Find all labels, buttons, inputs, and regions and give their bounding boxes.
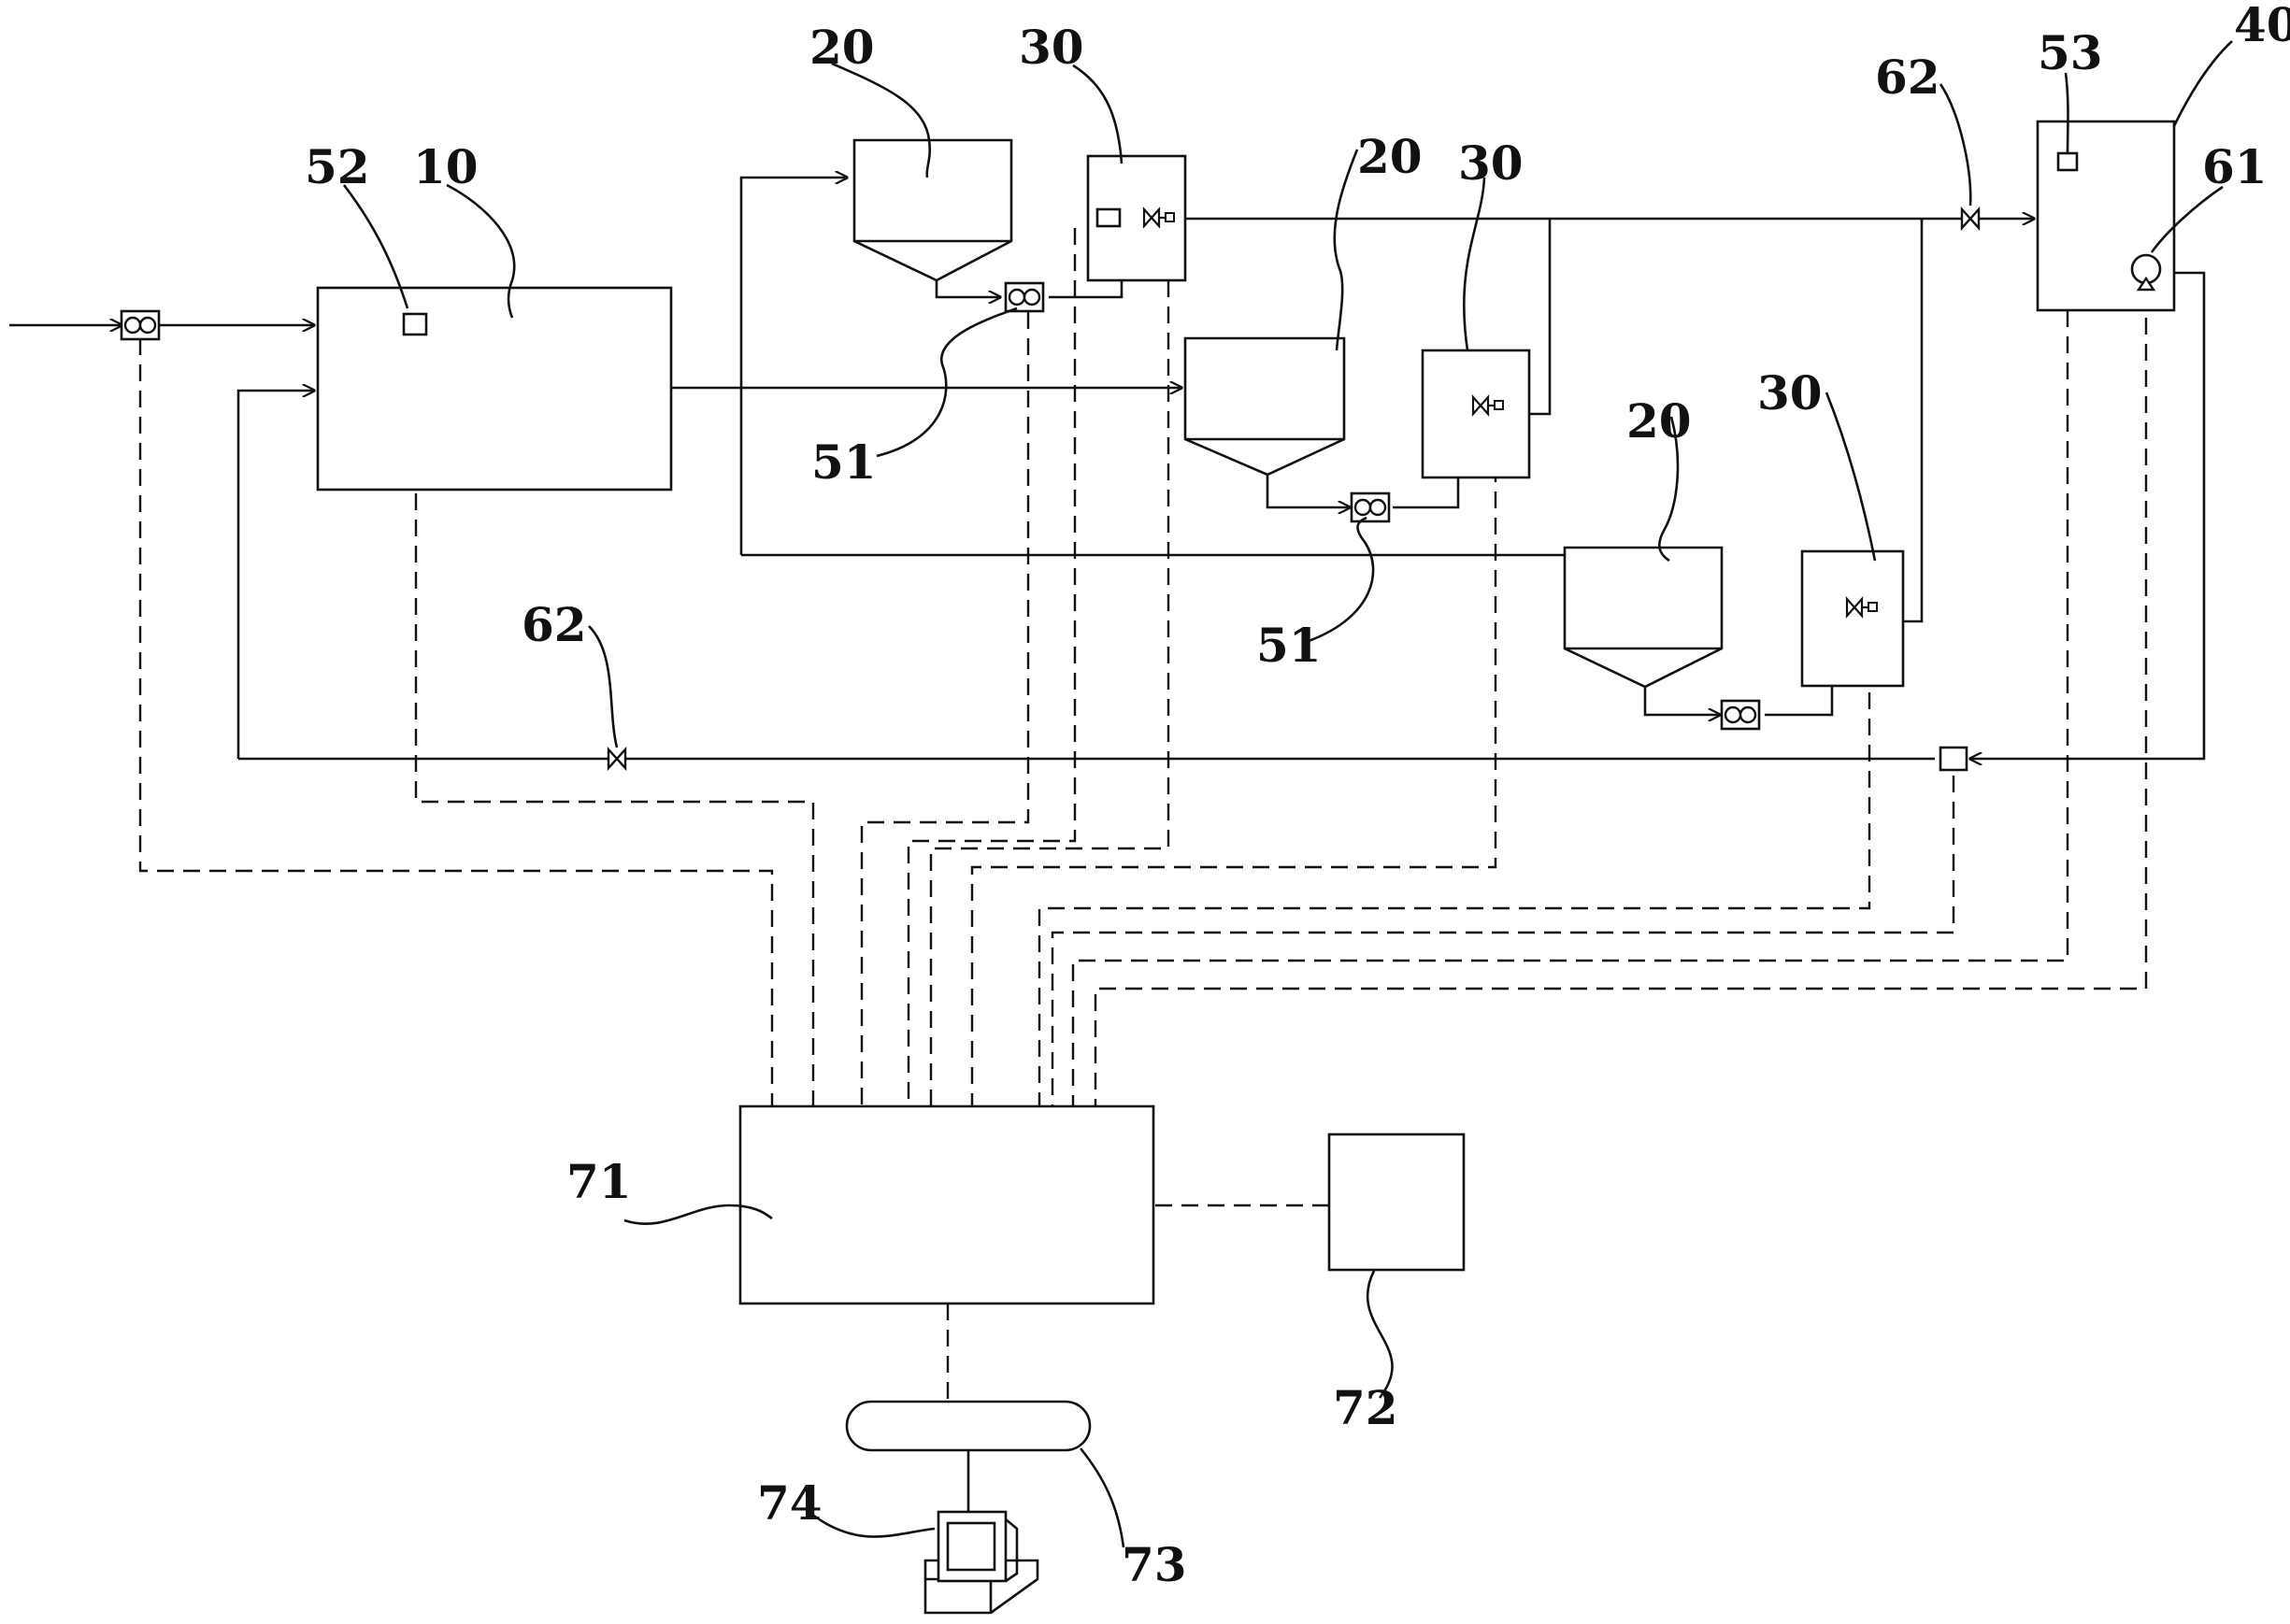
leader-lines xyxy=(342,40,2233,1548)
label-valve-return: 62 xyxy=(522,597,587,652)
label-tank-10: 10 xyxy=(413,139,479,194)
label-computer-74: 74 xyxy=(757,1475,823,1531)
label-hopper-c: 20 xyxy=(1626,393,1692,449)
label-box-a: 30 xyxy=(1019,20,1084,75)
bus-73 xyxy=(845,1400,1092,1452)
box-30-b xyxy=(1421,349,1531,479)
valve-62-top xyxy=(1960,207,1981,230)
inlet-pump xyxy=(120,309,161,341)
controller-71 xyxy=(738,1104,1155,1305)
tank-10 xyxy=(316,286,673,491)
pump-51-a xyxy=(1004,281,1045,313)
device-72 xyxy=(1327,1133,1466,1272)
label-box-b: 30 xyxy=(1458,135,1524,191)
label-hopper-a: 20 xyxy=(809,20,875,75)
label-device-72: 72 xyxy=(1333,1380,1398,1435)
sensor-53 xyxy=(2056,151,2079,172)
computer-74 xyxy=(923,1510,1039,1615)
label-sensor-53: 53 xyxy=(2038,25,2103,80)
signal-lines xyxy=(138,228,2148,1402)
pump-51-b xyxy=(1350,491,1391,523)
hopper-b xyxy=(1183,336,1346,477)
label-controller-71: 71 xyxy=(566,1154,632,1209)
label-pump-a: 51 xyxy=(811,434,877,490)
label-box-c: 30 xyxy=(1757,365,1823,420)
box-30-a-sensor xyxy=(1095,207,1122,228)
process-piping xyxy=(9,178,2206,759)
label-sensor-52: 52 xyxy=(305,139,370,194)
label-bus-73: 73 xyxy=(1122,1537,1187,1592)
label-tank-40: 40 xyxy=(2234,0,2290,52)
reference-labels: 10 52 20 30 20 30 20 30 51 51 62 62 40 5… xyxy=(305,0,2290,1592)
label-pump-61: 61 xyxy=(2202,139,2268,194)
pump-51-c xyxy=(1720,699,1761,731)
pump-61 xyxy=(2130,253,2162,292)
label-hopper-b: 20 xyxy=(1357,129,1423,184)
label-valve-top: 62 xyxy=(1875,50,1940,105)
hopper-a xyxy=(852,138,1013,282)
label-pump-b: 51 xyxy=(1256,618,1322,673)
valve-62-return xyxy=(607,748,627,770)
return-sensor xyxy=(1939,746,1968,772)
sensor-52 xyxy=(402,312,428,336)
box-30-c xyxy=(1800,549,1905,688)
hopper-c xyxy=(1563,546,1724,689)
